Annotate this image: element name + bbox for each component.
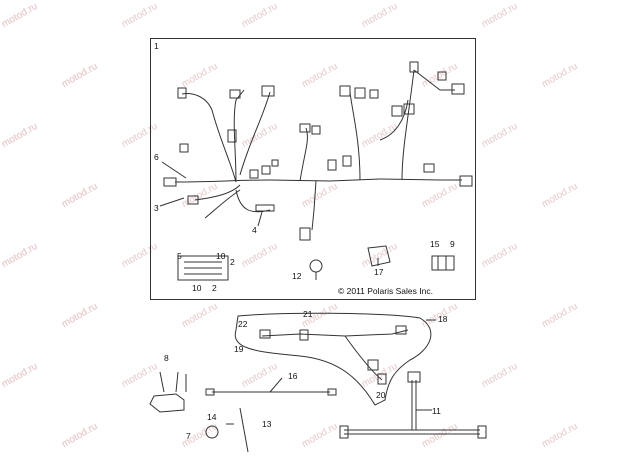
callout-6: 6 <box>154 152 159 162</box>
callout-16: 16 <box>288 371 298 381</box>
grommet <box>205 425 219 439</box>
callout-15: 15 <box>430 239 440 249</box>
callout-18: 18 <box>438 314 448 324</box>
copyright-notice: © 2011 Polaris Sales Inc. <box>338 286 433 296</box>
lower-harness-outline <box>234 312 432 406</box>
harness-branch-mid <box>299 127 308 182</box>
callout-4: 4 <box>252 225 257 235</box>
connector-o <box>459 175 473 187</box>
connector-m <box>403 103 415 115</box>
connector-x <box>299 227 311 241</box>
callout-12: 12 <box>292 271 302 281</box>
connector-t <box>249 169 259 179</box>
harness-branch-left-up <box>181 93 237 183</box>
lower-connector-d <box>377 373 387 385</box>
connector-a <box>177 87 187 99</box>
callout-13: 13 <box>262 419 272 429</box>
connector-h <box>437 71 447 81</box>
connector-g <box>409 61 419 73</box>
lower-harness-wire <box>261 329 409 337</box>
connector-f <box>369 89 379 99</box>
callout-8: 8 <box>164 353 169 363</box>
connector-l <box>391 105 403 117</box>
callout-10b: 10 <box>192 283 202 293</box>
callout-9: 9 <box>450 239 455 249</box>
ring-terminal <box>309 259 323 273</box>
bracket <box>149 393 185 413</box>
harness-branch-lower-left2 <box>194 184 241 201</box>
connector-d <box>339 85 351 97</box>
connector-y <box>255 204 275 212</box>
harness-branch-left-up2 <box>233 89 245 183</box>
connector-c <box>261 85 275 97</box>
callout-2: 2 <box>230 257 235 267</box>
connector-s <box>271 159 279 167</box>
connector-r <box>261 165 271 175</box>
harness-branch-right <box>401 69 415 181</box>
callout-14: 14 <box>207 412 217 422</box>
callout-7: 7 <box>186 431 191 441</box>
harness-branch-top <box>239 91 271 176</box>
harness-branch-down <box>311 180 317 231</box>
connector-q <box>342 155 352 167</box>
lower-connector-e <box>299 329 309 341</box>
relay-part <box>431 255 455 271</box>
connector-z <box>227 129 237 143</box>
harness-branch-right2 <box>379 99 409 141</box>
callout-5: 5 <box>177 251 182 261</box>
callout-22: 22 <box>238 319 248 329</box>
lower-connector-a <box>259 329 271 339</box>
connector-i <box>451 83 465 95</box>
callout-11: 11 <box>432 406 441 416</box>
connector-e <box>354 87 366 99</box>
callout-20: 20 <box>376 390 386 400</box>
main-harness-frame <box>150 38 476 300</box>
connector-j <box>299 123 311 133</box>
callout-19: 19 <box>234 344 244 354</box>
callout-3: 3 <box>154 203 159 213</box>
lower-connector-c <box>367 359 379 371</box>
cover-part <box>367 245 391 267</box>
callout-10: 10 <box>216 251 226 261</box>
callout-21: 21 <box>303 309 313 319</box>
callout-17: 17 <box>374 267 384 277</box>
callout-1: 1 <box>154 41 159 51</box>
connector-u <box>163 177 177 187</box>
connector-n <box>423 163 435 173</box>
callout-2b: 2 <box>212 283 217 293</box>
connector-v <box>187 195 199 205</box>
harness-branch-top-right <box>349 91 361 181</box>
connector-w <box>179 143 189 153</box>
connector-p <box>327 159 337 171</box>
connector-b <box>229 89 241 99</box>
rod-part <box>239 407 249 453</box>
lower-connector-b <box>395 325 407 335</box>
fuse-box <box>177 255 229 281</box>
connector-k <box>311 125 321 135</box>
harness-branch-down-left <box>235 189 271 213</box>
main-harness-trunk <box>174 178 462 183</box>
harness-branch-right-top <box>413 69 455 91</box>
